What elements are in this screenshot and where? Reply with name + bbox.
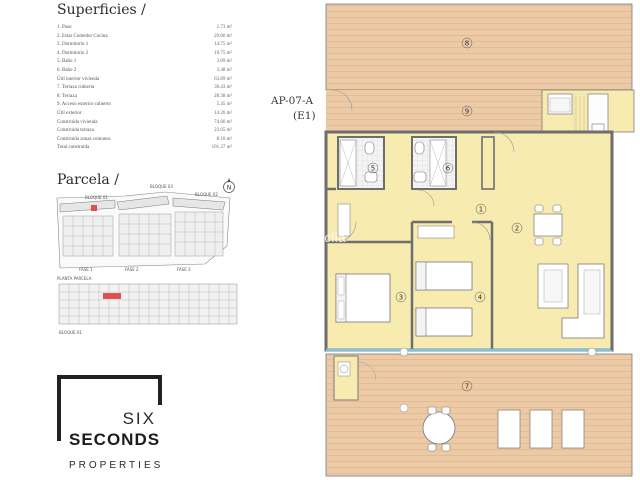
- superficies-row-value: 3.69 m²: [216, 59, 232, 65]
- wardrobe-4: [417, 225, 455, 239]
- north-arrow-icon: N: [223, 178, 235, 193]
- superficies-row-label: 9. Acceso exterior cubierto: [57, 102, 111, 108]
- superficies-row: 2. Estar Comedor Cocina 29.66 m²: [57, 33, 232, 42]
- parcela-highlight: [91, 205, 97, 211]
- superficies-row: Útil interior vivienda 63.89 m²: [57, 76, 232, 85]
- logo-properties: PROPERTIES: [69, 460, 164, 471]
- room-number-5: 5: [371, 165, 375, 173]
- watermark: habitaclia: [286, 230, 346, 245]
- superficies-row-value: 23.65 m²: [214, 128, 232, 134]
- superficies-row-label: Construida zonas comunes: [57, 136, 111, 142]
- superficies-row-value: 30.43 m²: [214, 85, 232, 91]
- superficies-row-label: 8. Terraza: [57, 93, 77, 99]
- superficies-row: Útil exterior 14.26 m²: [57, 110, 232, 119]
- superficies-row-value: 14.75 m²: [214, 42, 232, 48]
- superficies-row: 6. Baño 2 3.48 m²: [57, 67, 232, 76]
- parcela-label-bloque01: BLOQUE 01: [85, 195, 108, 200]
- floor-plan: 8 9 5 6 1 2 3 4 7: [324, 3, 635, 477]
- parcela-title: Parcela /: [57, 172, 119, 188]
- apartment-code: AP-07-A: [271, 95, 314, 107]
- superficies-row: 8. Terraza 28.38 m²: [57, 93, 232, 102]
- six-seconds-logo: SIX SECONDS PROPERTIES: [57, 375, 162, 475]
- parcela-label-planta: PLANTA PARCELA: [57, 276, 92, 281]
- superficies-row: Total construida 101.37 m²: [57, 144, 232, 153]
- room-number-7: 7: [465, 383, 469, 391]
- superficies-title: Superficies /: [57, 2, 146, 18]
- logo-six: SIX: [122, 409, 156, 428]
- elevation-highlight: [103, 293, 121, 299]
- superficies-row-value: 14.26 m²: [214, 110, 232, 116]
- washbasin-6: [413, 171, 427, 183]
- svg-text:N: N: [227, 185, 232, 192]
- superficies-row-value: 1.73 m²: [216, 25, 232, 30]
- terrace-8: [325, 3, 633, 91]
- parcela-label-bloque03: BLOQUE 03: [150, 184, 173, 189]
- room-number-3: 3: [399, 294, 403, 302]
- wardrobe-3: [337, 203, 351, 237]
- superficies-row-label: Total construida: [57, 145, 90, 151]
- parcela-label-bloque02: BLOQUE 02: [195, 192, 218, 197]
- toilet-5: [364, 141, 375, 155]
- superficies-row: 3. Dormitorio 1 14.75 m²: [57, 41, 232, 50]
- superficies-row: 4. Dormitorio 2 10.75 m²: [57, 50, 232, 59]
- superficies-row-label: Construida terraza: [57, 128, 94, 134]
- superficies-row: 7. Terraza cubierta 30.43 m²: [57, 84, 232, 93]
- apartment-sub: (E1): [293, 110, 316, 122]
- room-number-4: 4: [478, 294, 483, 302]
- parcela-label-fase3: FASE 3: [177, 267, 191, 272]
- outdoor-table: [422, 411, 456, 445]
- superficies-row-value: 74.66 m²: [214, 119, 232, 125]
- superficies-row-label: 1. Paso: [57, 25, 72, 30]
- superficies-row-label: 5. Baño 1: [57, 59, 77, 65]
- superficies-row: 1. Paso 1.73 m²: [57, 24, 232, 33]
- lounger-1: [497, 409, 521, 449]
- superficies-row-label: 6. Baño 2: [57, 67, 77, 73]
- room-number-9: 9: [465, 108, 469, 116]
- access-9: [326, 90, 542, 132]
- superficies-row-label: 7. Terraza cubierta: [57, 85, 95, 91]
- lounger-2: [529, 409, 553, 449]
- superficies-row-value: 10.75 m²: [214, 50, 232, 56]
- room-number-6: 6: [446, 165, 451, 173]
- superficies-row-label: Útil exterior: [57, 110, 82, 116]
- superficies-row-label: 4. Dormitorio 2: [57, 50, 89, 56]
- parcela-label-bloque01-bottom: BLOQUE 01: [59, 330, 82, 335]
- superficies-row-value: 5.45 m²: [216, 102, 232, 108]
- superficies-row-value: 3.48 m²: [216, 67, 232, 73]
- superficies-row-label: Útil interior vivienda: [57, 76, 100, 82]
- toilet-6: [414, 141, 425, 155]
- parcela-label-fase1: FASE 1: [79, 267, 93, 272]
- lounger-3: [561, 409, 585, 449]
- superficies-row: 5. Baño 1 3.69 m²: [57, 58, 232, 67]
- room-number-2: 2: [515, 225, 519, 233]
- washbasin-5: [364, 171, 378, 183]
- superficies-row: Construida terraza 23.65 m²: [57, 127, 232, 136]
- superficies-row-value: 29.66 m²: [214, 33, 232, 39]
- superficies-row-value: 63.89 m²: [214, 76, 232, 82]
- superficies-row-value: 101.37 m²: [211, 145, 232, 151]
- superficies-row: Construida vivienda 74.66 m²: [57, 119, 232, 128]
- room-number-1: 1: [479, 206, 483, 214]
- superficies-row-value: 8.16 m²: [216, 136, 232, 142]
- superficies-row-label: Construida vivienda: [57, 119, 98, 125]
- logo-seconds: SECONDS: [69, 430, 161, 449]
- dining-table: [533, 213, 563, 237]
- superficies-row-label: 2. Estar Comedor Cocina: [57, 33, 108, 39]
- superficies-row-value: 28.38 m²: [214, 93, 232, 99]
- superficies-table: 1. Paso 1.73 m² 2. Estar Comedor Cocina 29.…: [57, 24, 232, 153]
- superficies-row: 9. Acceso exterior cubierto 5.45 m²: [57, 101, 232, 110]
- parcela-site-plan: BLOQUE 01 BLOQUE 03 BLOQUE 02 FASE 1 FAS…: [56, 184, 238, 335]
- room-number-8: 8: [465, 40, 469, 48]
- superficies-row-label: 3. Dormitorio 1: [57, 42, 89, 48]
- terrace-7: [325, 353, 633, 477]
- superficies-row: Construida zonas comunes 8.16 m²: [57, 136, 232, 145]
- parcela-label-fase2: FASE 2: [125, 267, 139, 272]
